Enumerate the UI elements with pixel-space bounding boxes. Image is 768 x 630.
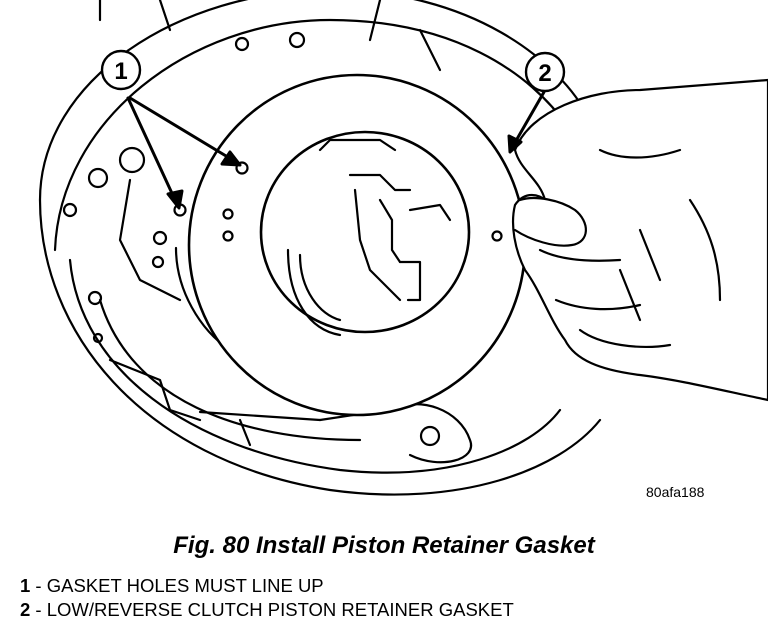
figure-caption: Fig. 80 Install Piston Retainer Gasket — [173, 532, 595, 559]
legend-separator: - — [30, 599, 47, 620]
legend-item-1: 1 - GASKET HOLES MUST LINE UP — [20, 574, 514, 598]
legend-separator: - — [30, 575, 47, 596]
svg-text:1: 1 — [114, 58, 127, 85]
leader-arrows — [126, 90, 546, 210]
legend-text: GASKET HOLES MUST LINE UP — [46, 575, 324, 596]
legend-number: 1 — [20, 575, 31, 596]
clutch-pack — [286, 138, 452, 337]
callout-2: 2 — [524, 51, 566, 93]
hand — [511, 78, 768, 402]
figure-code: 80afa188 — [646, 484, 705, 500]
gasket-install-illustration: 1 2 80afa188 — [38, 0, 768, 500]
legend: 1 - GASKET HOLES MUST LINE UP 2 - LOW/RE… — [20, 574, 514, 622]
legend-number: 2 — [20, 599, 31, 620]
svg-text:2: 2 — [538, 60, 551, 87]
callout-1: 1 — [100, 49, 142, 91]
legend-text: LOW/REVERSE CLUTCH PISTON RETAINER GASKE… — [46, 599, 514, 620]
legend-item-2: 2 - LOW/REVERSE CLUTCH PISTON RETAINER G… — [20, 598, 514, 622]
line-drawing: 1 2 — [38, 0, 768, 496]
gasket-holes — [173, 161, 503, 242]
gasket-ring — [187, 73, 527, 417]
